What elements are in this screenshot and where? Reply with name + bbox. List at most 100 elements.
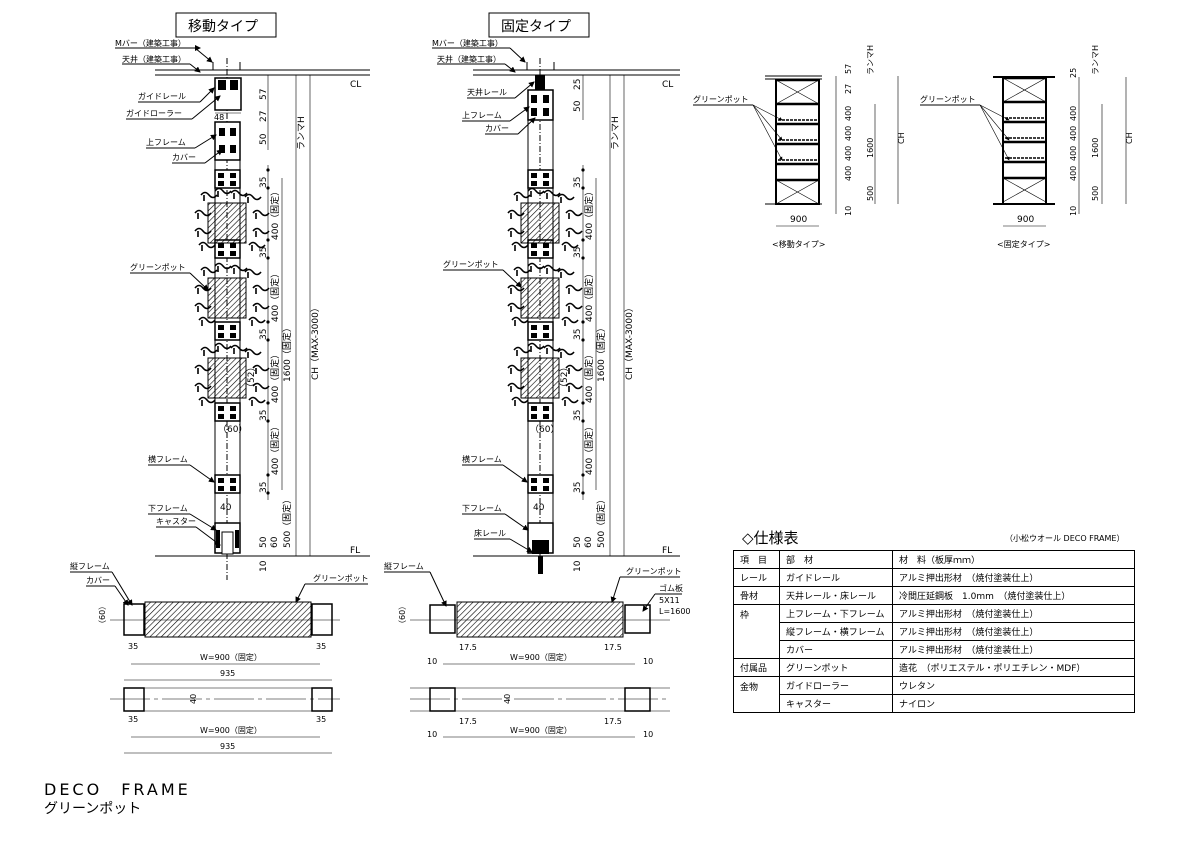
spec-cell: ガイドローラー	[779, 676, 893, 695]
fixed-label-upper-frame: 上フレーム	[462, 111, 502, 120]
frame-detail	[230, 486, 236, 491]
table-row: 枠 上フレーム・下フレーム アルミ押出形材 （焼付塗装仕上）	[733, 604, 1135, 659]
green-pot	[520, 277, 560, 319]
plan-moving-width: W=900（固定）	[200, 652, 262, 662]
plan-fixed-gap-left-2: 10	[427, 730, 437, 739]
dim-frame-label: 35	[573, 482, 583, 493]
fixed-dim-1600: 1600（固定）	[595, 323, 607, 382]
plant-leaf	[513, 191, 531, 201]
plan-fixed-right-frame	[624, 604, 651, 634]
plant-leaf	[565, 227, 583, 237]
dim-pitch-label: 400（固定）	[583, 422, 595, 475]
plan-moving-total-2: 935	[220, 742, 235, 751]
frame-detail	[218, 173, 224, 178]
dim-frame-label: 35	[573, 329, 583, 340]
plan-fixed-bar: 40	[503, 694, 512, 704]
plant-leaf	[511, 396, 529, 406]
table-row: 付属品 グリーンポット 造花 （ポリエステル・ポリエチレン・MDF）	[733, 658, 1135, 677]
plan-moving-width-2: W=900（固定）	[200, 725, 262, 735]
dim-tick	[266, 186, 270, 190]
dim-tick	[266, 338, 270, 342]
frame-detail	[543, 406, 549, 411]
dim-frame-label: 35	[259, 177, 269, 188]
plan-fixed-gap-right-2: 10	[643, 730, 653, 739]
dim-tick	[266, 238, 270, 242]
label-green-pot: グリーンポット	[130, 262, 186, 272]
plan-fixed-offset-left-2: 17.5	[459, 717, 477, 726]
plan-moving-right-2: 35	[316, 715, 326, 724]
green-pot	[520, 357, 560, 399]
spec-cell: ナイロン	[892, 694, 1135, 713]
plant-leaf	[198, 396, 216, 406]
dim-pitch-label: 400（固定）	[269, 350, 281, 403]
dim-frame-label: 35	[573, 410, 583, 421]
plant-leaf	[252, 364, 270, 374]
dim-ranma: ランマH	[296, 116, 307, 150]
spec-cell: 付属品	[733, 658, 780, 677]
dim-57: 57	[259, 89, 269, 100]
fixed-dim-500: 500（固定）	[595, 495, 607, 548]
fixed-label-m-bar: Mバー（建築工事）	[432, 38, 503, 48]
plant-leaf	[252, 209, 270, 219]
plant-leaf	[561, 396, 579, 406]
table-row: キャスター ナイロン	[734, 694, 1135, 713]
elev-moving-ch: CH	[897, 132, 906, 144]
elev-moving-27: 27	[844, 84, 853, 94]
frame-detail	[531, 478, 537, 483]
plant-leaf	[565, 209, 583, 219]
label-upper-frame: 上フレーム	[146, 138, 186, 147]
frame-detail	[218, 478, 224, 483]
spec-cell: 冷間圧延鋼板 1.0mm （焼付塗装仕上）	[892, 586, 1135, 605]
frame-detail	[230, 251, 236, 256]
dim-tick	[581, 256, 585, 260]
frame-detail	[531, 173, 537, 178]
dim-bottom-60: 60	[270, 536, 280, 548]
spec-cell: 縦フレーム・横フレーム	[779, 622, 893, 641]
plant-leaf	[214, 342, 232, 352]
green-pot	[520, 202, 560, 244]
spec-header-item: 項 目	[733, 550, 780, 569]
fixed-type-title: 固定タイプ	[501, 19, 571, 35]
dim-frame-label: 35	[259, 329, 269, 340]
table-row: 骨材 天井レール・床レール 冷間圧延鋼板 1.0mm （焼付塗装仕上）	[733, 586, 1135, 605]
plant-leaf	[557, 268, 575, 278]
elev-moving-caption: <移動タイプ>	[772, 239, 825, 249]
elev-fixed-25: 25	[1069, 68, 1078, 78]
dim-pot-height: （52）	[246, 363, 257, 392]
dim-27: 27	[259, 111, 269, 122]
plan-fixed-gap-right: 10	[643, 657, 653, 666]
fixed-dim-pot-height: （52）	[559, 363, 570, 392]
frame-detail	[218, 486, 224, 491]
elev-fixed-ranma: ランマH	[1091, 45, 1100, 75]
elev-moving-500: 500	[866, 186, 875, 201]
plant-leaf	[511, 241, 529, 251]
spec-cell: アルミ押出形材 （焼付塗装仕上）	[892, 640, 1135, 659]
frame-detail	[531, 325, 537, 330]
spec-cell: ガイドレール	[779, 568, 893, 587]
elev-moving-57: 57	[844, 64, 853, 74]
dim-bar-40: 40	[220, 503, 232, 513]
spec-cell: カバー	[779, 640, 893, 659]
frame-detail	[218, 251, 224, 256]
plan-fixed-label-pot: グリーンポット	[626, 566, 682, 576]
dim-tick	[581, 338, 585, 342]
cross-line	[1002, 77, 1047, 103]
dim-500: 500（固定）	[281, 495, 293, 548]
plant-leaf	[543, 344, 561, 354]
spec-cell: グリーンポット	[779, 658, 893, 677]
dim-frame-label: 35	[573, 177, 583, 188]
frame-detail	[531, 181, 537, 186]
plan-moving-left: 35	[128, 642, 138, 651]
plan-moving-label-vframe: 縦フレーム	[70, 561, 110, 571]
frame-detail	[230, 414, 236, 419]
fixed-label-ceiling: 天井（建築工事）	[437, 54, 501, 64]
frame-detail	[543, 251, 549, 256]
footer-product-name: DECO FRAME	[44, 780, 191, 799]
frame-detail	[230, 478, 236, 483]
plant-leaf	[565, 364, 583, 374]
plant-leaf	[200, 191, 218, 201]
fixed-dim-25: 25	[573, 79, 583, 90]
spec-header-row: 項 目 部 材 材 料（板厚ｍｍ）	[733, 550, 1135, 569]
dim-tick	[581, 238, 585, 242]
